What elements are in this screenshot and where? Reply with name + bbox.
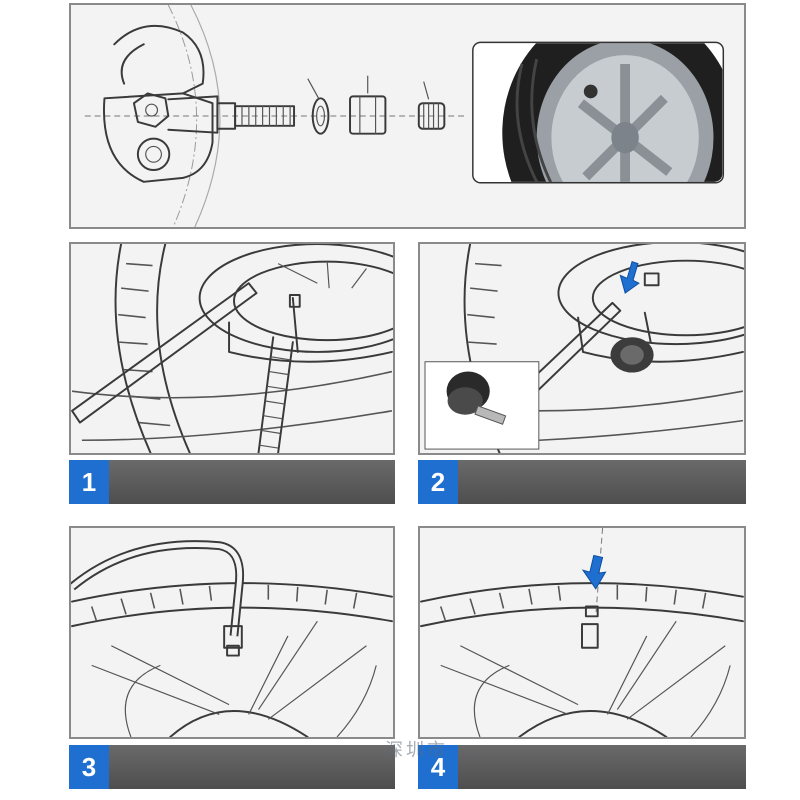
step-2-bar: 2 — [418, 460, 746, 504]
washer — [307, 78, 330, 135]
watermark-text: 深圳市 ... — [385, 740, 483, 761]
step-2-drawing — [424, 244, 744, 453]
step-2-illustration — [418, 242, 746, 455]
hex-nut — [349, 75, 387, 135]
down-arrow-icon — [581, 554, 607, 590]
step-1-drawing — [71, 244, 393, 453]
step-3-drawing — [71, 540, 393, 737]
step-1-number: 1 — [69, 460, 109, 504]
exploded-view-panel — [69, 3, 746, 229]
step-3-illustration — [69, 526, 395, 739]
exploded-view-drawing — [84, 5, 725, 227]
step-2-number: 2 — [418, 460, 458, 504]
step-4-bar: 4 — [418, 745, 746, 789]
tpms-sensor-body — [102, 24, 214, 183]
step-4-illustration — [418, 526, 746, 739]
valve-stem — [167, 95, 296, 134]
step-3-bar: 3 — [69, 745, 395, 789]
wheel-photo-inset — [472, 41, 725, 184]
step-4-drawing — [420, 528, 744, 737]
step-3-number: 3 — [69, 745, 109, 789]
down-arrow-icon — [619, 261, 640, 294]
step-1-illustration — [69, 242, 395, 455]
step-1-bar: 1 — [69, 460, 395, 504]
step-4-number: 4 — [418, 745, 458, 789]
valve-cap — [417, 81, 446, 130]
